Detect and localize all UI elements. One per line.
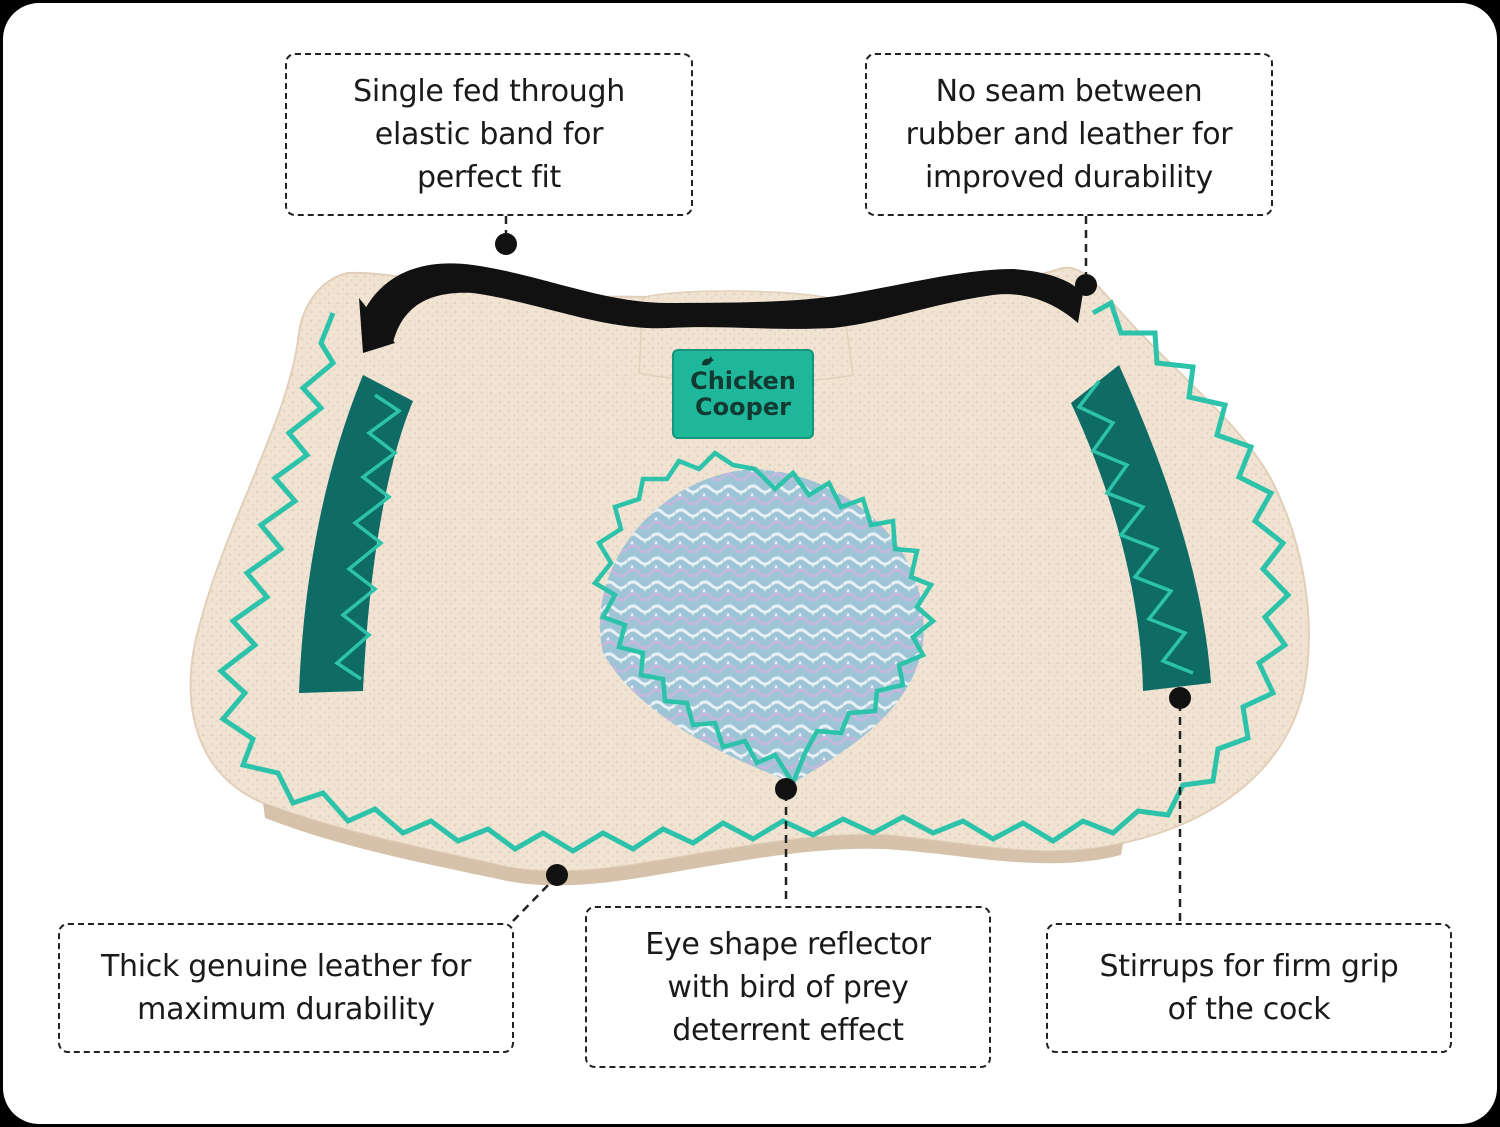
right-stirrup-stitching <box>1076 379 1194 675</box>
left-stirrup-stitching <box>334 393 403 681</box>
marker-dot-reflector <box>775 778 797 800</box>
callout-stirrups-text: Stirrups for firm grip of the cock <box>1099 949 1399 1027</box>
brand-line-2: Cooper <box>695 393 791 421</box>
brand-badge: Chicken Cooper <box>672 349 814 439</box>
callout-elastic-band-text: Single fed through elastic band for perf… <box>353 74 625 195</box>
elastic-band <box>363 263 1083 343</box>
leather-edge <box>263 803 1123 886</box>
right-stirrup <box>1071 365 1211 691</box>
product-illustration <box>189 216 1310 922</box>
marker-dot-seam <box>1075 274 1097 296</box>
callout-reflector: Eye shape reflector with bird of prey de… <box>585 906 991 1068</box>
eye-reflector-stitching <box>591 450 937 788</box>
callout-reflector-text: Eye shape reflector with bird of prey de… <box>645 926 931 1048</box>
callout-leather: Thick genuine leather for maximum durabi… <box>58 923 514 1053</box>
hen-logo-icon <box>702 356 714 366</box>
brand-line-1: Chicken <box>690 367 796 395</box>
image-frame: Chicken Cooper Single fed through elasti… <box>3 3 1497 1124</box>
marker-dot-leather <box>546 864 568 886</box>
callout-elastic-band: Single fed through elastic band for perf… <box>285 53 693 216</box>
left-stirrup <box>299 375 413 693</box>
marker-dot-band <box>495 233 517 255</box>
outer-stitching <box>217 299 1292 854</box>
leader-lines <box>504 216 1182 922</box>
callout-seam-text: No seam between rubber and leather for i… <box>905 74 1233 195</box>
callout-seam: No seam between rubber and leather for i… <box>865 53 1273 216</box>
marker-dot-stirrup <box>1169 687 1191 709</box>
callout-stirrups: Stirrups for firm grip of the cock <box>1046 923 1452 1053</box>
callout-leather-text: Thick genuine leather for maximum durabi… <box>101 949 471 1027</box>
